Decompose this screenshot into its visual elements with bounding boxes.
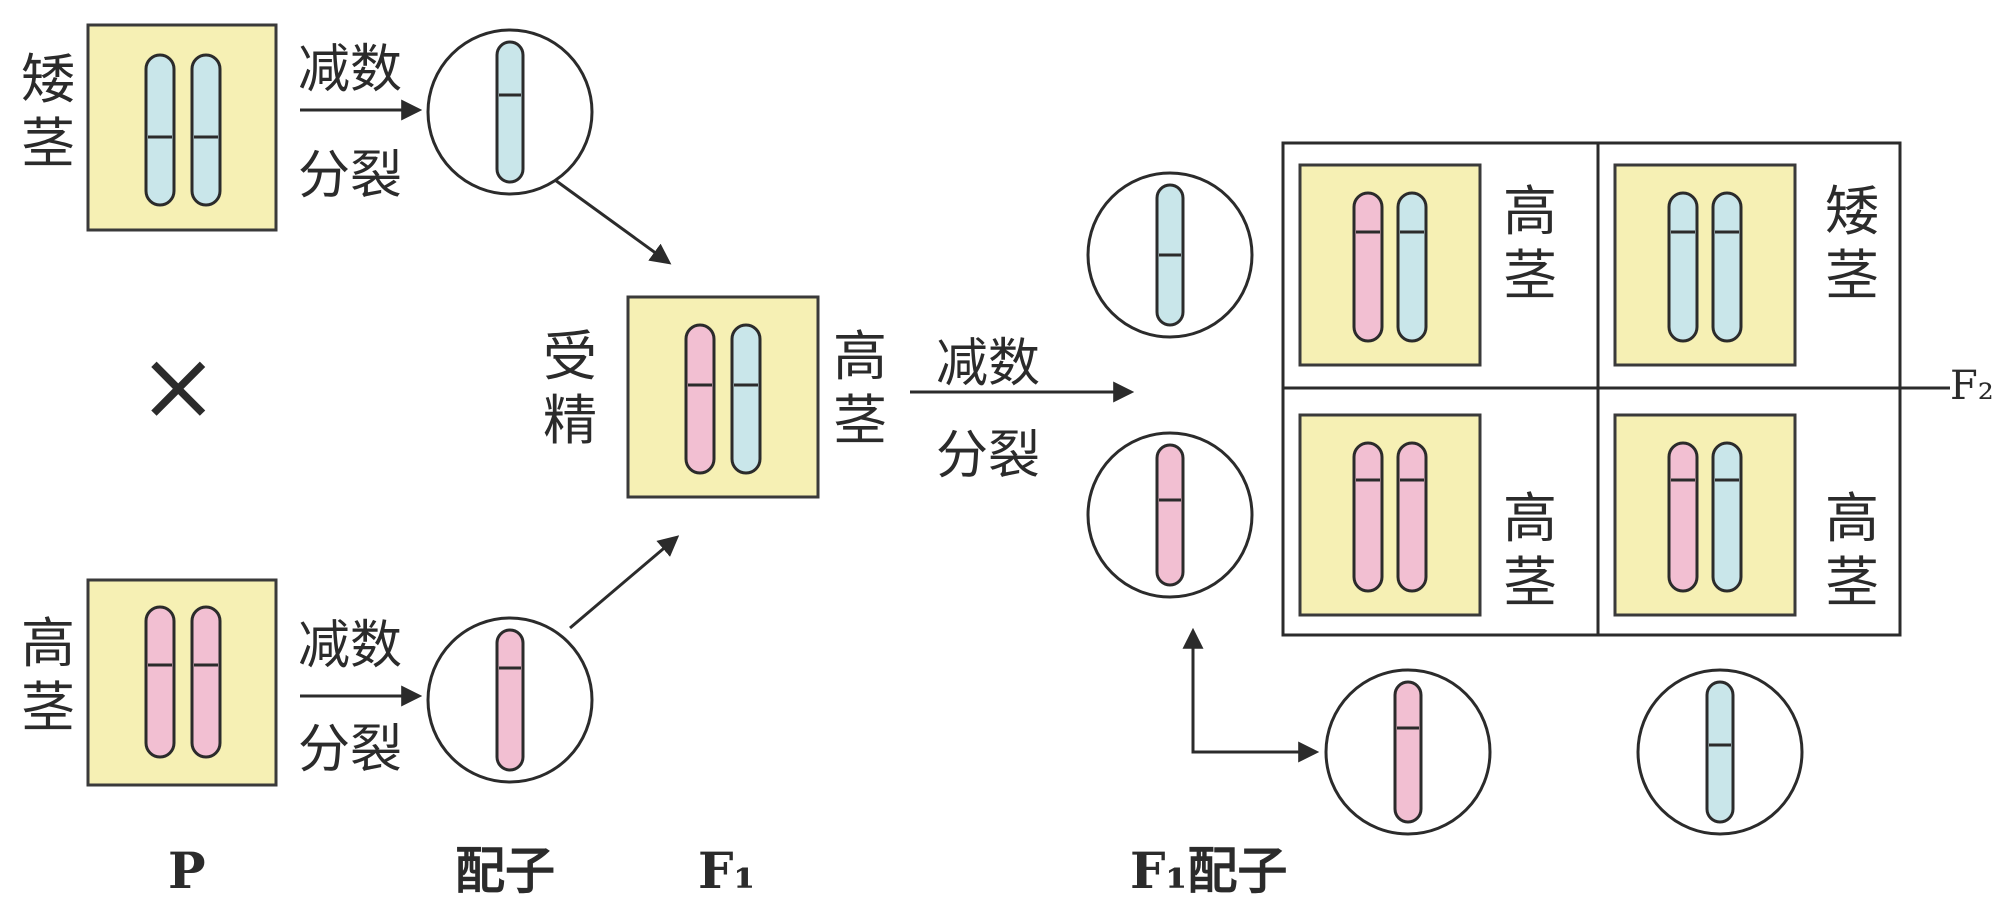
label-generation-gamete: 配子 [455,841,555,900]
cell-dwarf-parent [86,23,278,232]
chromosome-icon-f2-cell-1-2 [1396,191,1428,343]
label-fertilization: 受精 [543,325,597,452]
label-f2-cell-3: 高茎 [1503,487,1557,614]
label-meiosis-top-2: 分裂 [298,146,403,206]
chromosome-icon-f2-cell-1-1 [1352,191,1384,343]
chromosome-icon-f1-tall [684,323,716,475]
arrow-icon-gamete-to-f1-top [554,178,672,265]
f2-cell-4 [1613,413,1797,617]
arrow-icon-gamete-to-f1-bottom [569,535,680,630]
label-f2: F₂ [1950,363,1994,409]
f2-cell-3 [1298,413,1482,617]
f2-cell-1 [1298,163,1482,367]
label-generation-f1-gamete: F₁配子 [1130,841,1288,900]
label-meiosis-bottom-1: 减数 [298,616,403,676]
f1-gamete-tall-bottom [1324,668,1492,836]
label-tall-f1: 高茎 [833,325,887,452]
f1-gamete-tall-bottom-chromosome [1393,680,1423,824]
chromosome-icon-dwarf-p-2 [190,53,222,207]
chromosome-icon-tall-p-2 [190,605,222,759]
f1-gamete-tall-left [1086,431,1254,599]
label-f2-cell-4: 高茎 [1825,487,1879,614]
gamete-tall [426,616,594,784]
chromosome-icon-f2-cell-3-2 [1396,441,1428,593]
label-generation-p: P [168,841,206,900]
gamete-tall-chromosome [495,628,525,772]
label-meiosis-f1-2: 分裂 [936,426,1041,486]
chromosome-icon-f2-cell-4-2 [1711,441,1743,593]
chromosome-icon-f1-dwarf [730,323,762,475]
gamete-dwarf [426,28,594,196]
label-tall-parent: 高茎 [21,612,75,739]
f1-gamete-tall-left-chromosome [1155,443,1185,587]
label-f2-cell-2: 矮茎 [1825,180,1879,307]
chromosome-icon-f2-cell-3-1 [1352,441,1384,593]
gamete-dwarf-chromosome [495,40,525,184]
f1-gamete-dwarf-bottom-chromosome [1705,680,1735,824]
arrow-icon-f1-gamete-right [1191,722,1320,763]
f1-gamete-dwarf-bottom [1636,668,1804,836]
label-generation-f1: F₁ [698,841,756,900]
chromosome-icon-tall-p-1 [144,605,176,759]
label-meiosis-f1-1: 减数 [936,334,1041,394]
f2-cell-2 [1613,163,1797,367]
chromosome-icon-f2-cell-2-1 [1667,191,1699,343]
label-meiosis-top-1: 减数 [298,40,403,100]
f1-gamete-dwarf-left [1086,171,1254,339]
chromosome-icon-f2-cell-2-2 [1711,191,1743,343]
label-meiosis-bottom-2: 分裂 [298,720,403,780]
chromosome-icon-dwarf-p-1 [144,53,176,207]
cell-f1 [626,295,820,499]
label-f2-cell-1: 高茎 [1503,180,1557,307]
chromosome-icon-f2-cell-4-1 [1667,441,1699,593]
cross-icon: × [138,330,219,442]
cell-tall-parent [86,578,278,787]
label-dwarf-parent: 矮茎 [21,48,75,175]
